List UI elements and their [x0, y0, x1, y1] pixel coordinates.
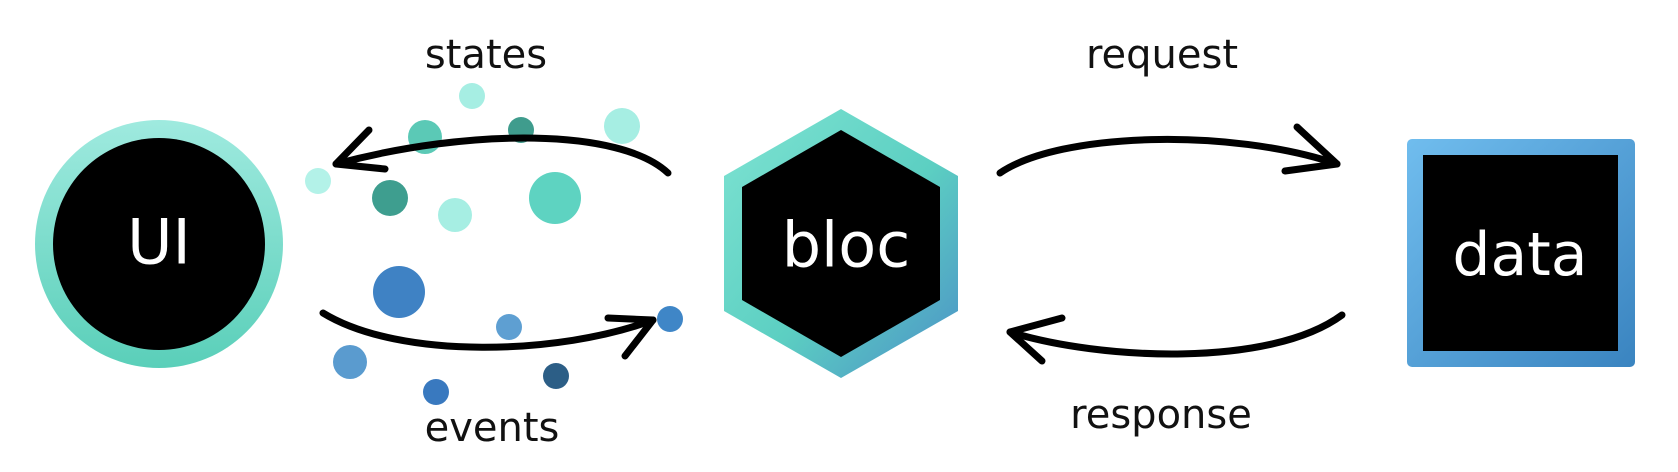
- state-bubble: [529, 172, 581, 224]
- states-bubbles: [305, 83, 640, 232]
- response-label: response: [1070, 392, 1252, 438]
- ui-node-label: UI: [127, 206, 191, 279]
- states-label: states: [425, 32, 547, 78]
- state-bubble: [305, 168, 331, 194]
- request-arrow: [996, 123, 1341, 177]
- bloc-node-body: [742, 130, 940, 357]
- request-label: request: [1086, 32, 1238, 78]
- state-bubble: [459, 83, 485, 109]
- event-bubble: [657, 306, 683, 332]
- state-bubble: [604, 108, 640, 144]
- response-arrow: [1006, 311, 1346, 365]
- data-node: data: [1407, 139, 1635, 367]
- states-arrow: [332, 126, 672, 177]
- event-bubble: [373, 266, 425, 318]
- data-node-body: [1423, 155, 1618, 351]
- ui-node-body: [53, 138, 265, 350]
- events-label: events: [425, 405, 560, 451]
- event-bubble: [333, 345, 367, 379]
- event-bubble: [543, 363, 569, 389]
- events-arrow: [319, 309, 657, 360]
- event-bubble: [496, 314, 522, 340]
- data-node-label: data: [1452, 220, 1587, 290]
- state-bubble: [438, 198, 472, 232]
- bloc-node: bloc: [724, 109, 958, 378]
- bloc-node-label: bloc: [782, 209, 911, 282]
- events-bubbles: [333, 266, 683, 405]
- ui-node: UI: [35, 120, 283, 368]
- state-bubble: [372, 180, 408, 216]
- event-bubble: [423, 379, 449, 405]
